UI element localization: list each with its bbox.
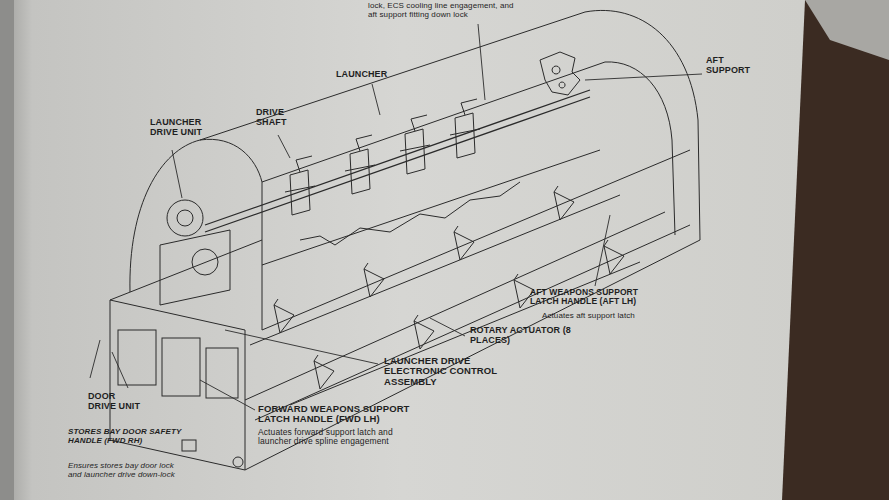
manual-page [0,0,805,500]
callout-label: DRIVE SHAFT [256,108,306,128]
drive-gear [192,249,218,275]
drive-gear-hub [177,210,193,226]
callout-label: lock, ECS cooling line engagement, and a… [368,2,518,20]
callout-label: DOOR DRIVE UNIT [88,392,143,412]
callout-label: FORWARD WEAPONS SUPPORT LATCH HANDLE (FW… [258,404,433,425]
forward-arch [130,139,262,292]
door-drive-unit [118,330,156,385]
bay-side-edge [262,150,690,330]
control-box [206,348,238,398]
callout-label: AFT WEAPONS SUPPORT LATCH HANDLE (AFT LH… [530,288,660,307]
launcher-frames [285,99,480,215]
callout-label: Actuates aft support latch [542,312,672,321]
callout-label: STORES BAY DOOR SAFETY HANDLE (FWD RH) [68,428,183,446]
aft-support-fitting [540,52,580,95]
page-corner [805,0,889,60]
floor-rail [245,212,665,400]
launcher-body [300,182,520,245]
bay-ceiling-edge [262,62,605,182]
aft-arch-inner [605,62,675,235]
bay-top-edge [200,12,585,140]
bay-floor-edge [245,240,700,470]
drive-gear [167,200,203,236]
book-gutter [0,0,14,500]
control-box [162,338,200,396]
callout-label: Actuates forward support latch and launc… [258,428,428,447]
safety-handle [233,457,243,467]
callout-label: LAUNCHER DRIVE ELECTRONIC CONTROL ASSEMB… [384,356,514,387]
callout-label: LAUNCHER DRIVE UNIT [150,118,210,138]
leader-lines [90,24,702,410]
handle-box [182,440,196,451]
floor-rail [255,225,690,420]
callout-label: ROTARY ACTUATOR (8 PLACES) [470,326,580,346]
drive-housing [160,230,230,305]
callout-label: AFT SUPPORT [706,56,766,76]
drive-shaft [205,90,590,232]
launcher-tray [262,150,600,265]
aft-arch [585,10,700,240]
callout-label: Ensures stores bay door lock and launche… [68,462,183,480]
callout-label: LAUNCHER [336,70,406,80]
